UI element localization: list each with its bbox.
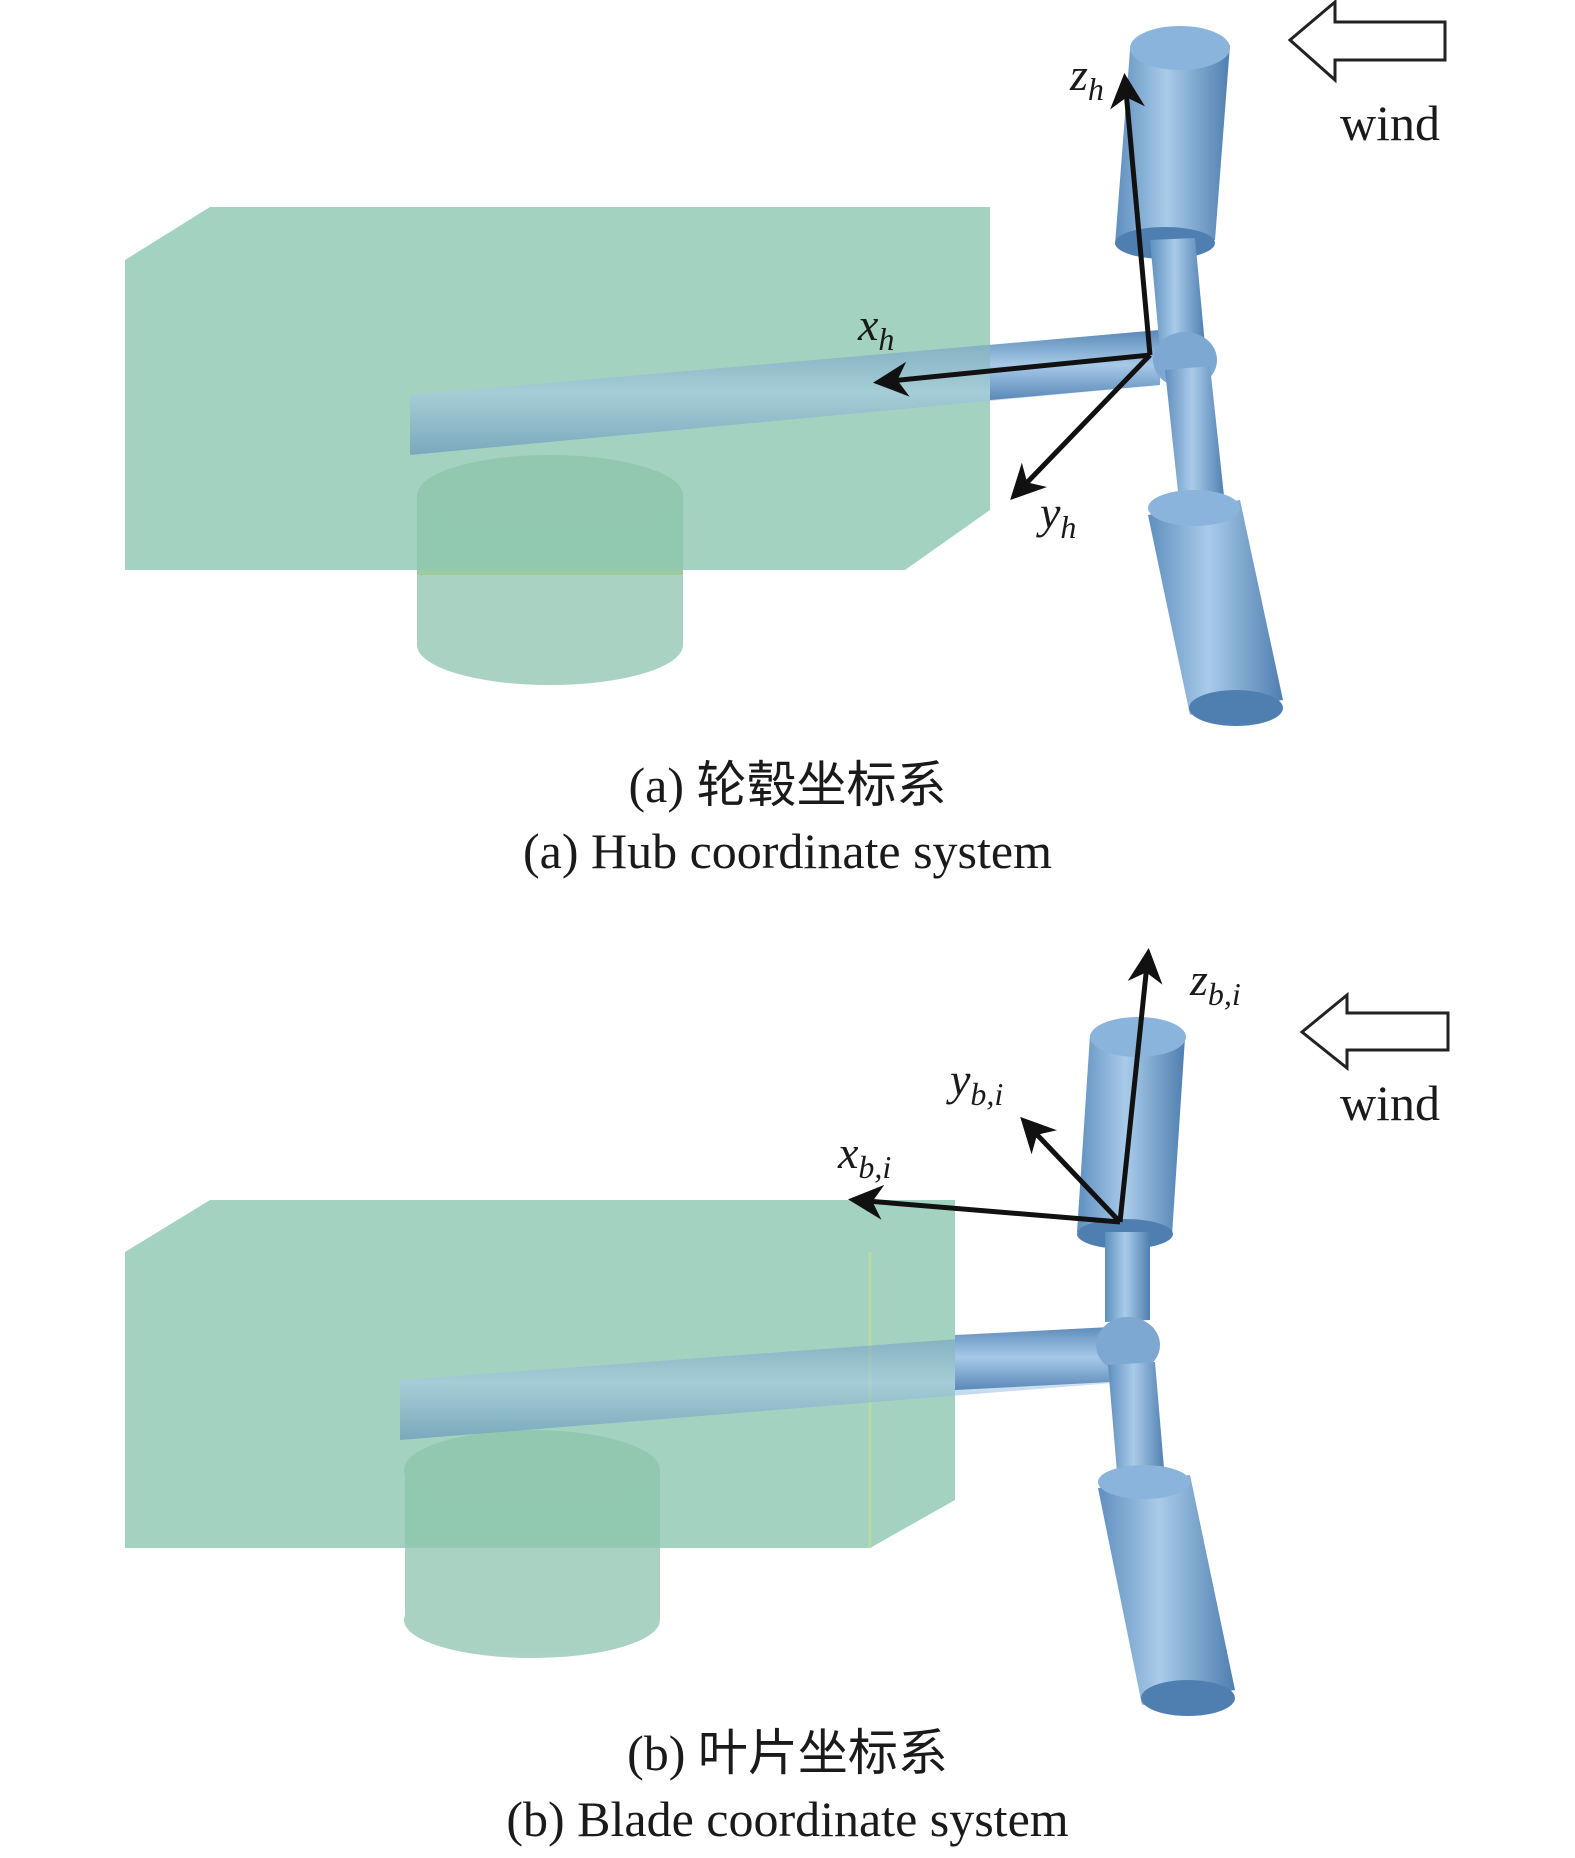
- axis-x-label-b: xb,i: [837, 1127, 891, 1185]
- axis-z-label-a: zh: [1069, 49, 1104, 107]
- caption-a-zh: (a) 轮毂坐标系: [628, 757, 947, 813]
- caption-a-en: (a) Hub coordinate system: [522, 823, 1052, 879]
- axis-x-b: [848, 1184, 1121, 1225]
- axis-y-a: [1010, 353, 1152, 501]
- wind-label-b: wind: [1340, 1075, 1440, 1131]
- hub-b: [1096, 1317, 1160, 1373]
- axes-b: [848, 948, 1163, 1225]
- panel-a-hub: xh yh zh wind: [125, 0, 1447, 726]
- axis-y-label-b: yb,i: [946, 1054, 1003, 1112]
- axis-x-label-a: xh: [857, 299, 894, 357]
- axis-x-a: [873, 352, 1151, 397]
- caption-a: (a) 轮毂坐标系 (a) Hub coordinate system: [0, 752, 1575, 884]
- axis-y-b: [1020, 1116, 1122, 1224]
- upper-blade-b: [1077, 1017, 1186, 1322]
- wind-arrow-a: [1287, 0, 1447, 84]
- lower-blade-b: [1098, 1362, 1235, 1716]
- axis-z-label-b: zb,i: [1189, 954, 1241, 1012]
- lower-blade-a: [1148, 366, 1283, 726]
- upper-blade-a: [1115, 26, 1230, 350]
- axis-y-label-a: yh: [1036, 487, 1076, 545]
- caption-b: (b) 叶片坐标系 (b) Blade coordinate system: [0, 1720, 1575, 1852]
- main-shaft-a: [410, 330, 1160, 455]
- wind-label-a: wind: [1340, 95, 1440, 151]
- wind-arrow-b: [1299, 991, 1450, 1072]
- axes-a: [873, 73, 1153, 501]
- axis-z-a: [1110, 73, 1153, 356]
- panel-b-blade: xb,i yb,i zb,i wind: [125, 948, 1450, 1716]
- caption-b-zh: (b) 叶片坐标系: [627, 1725, 948, 1781]
- axis-z-b: [1117, 948, 1163, 1223]
- caption-b-en: (b) Blade coordinate system: [506, 1791, 1069, 1847]
